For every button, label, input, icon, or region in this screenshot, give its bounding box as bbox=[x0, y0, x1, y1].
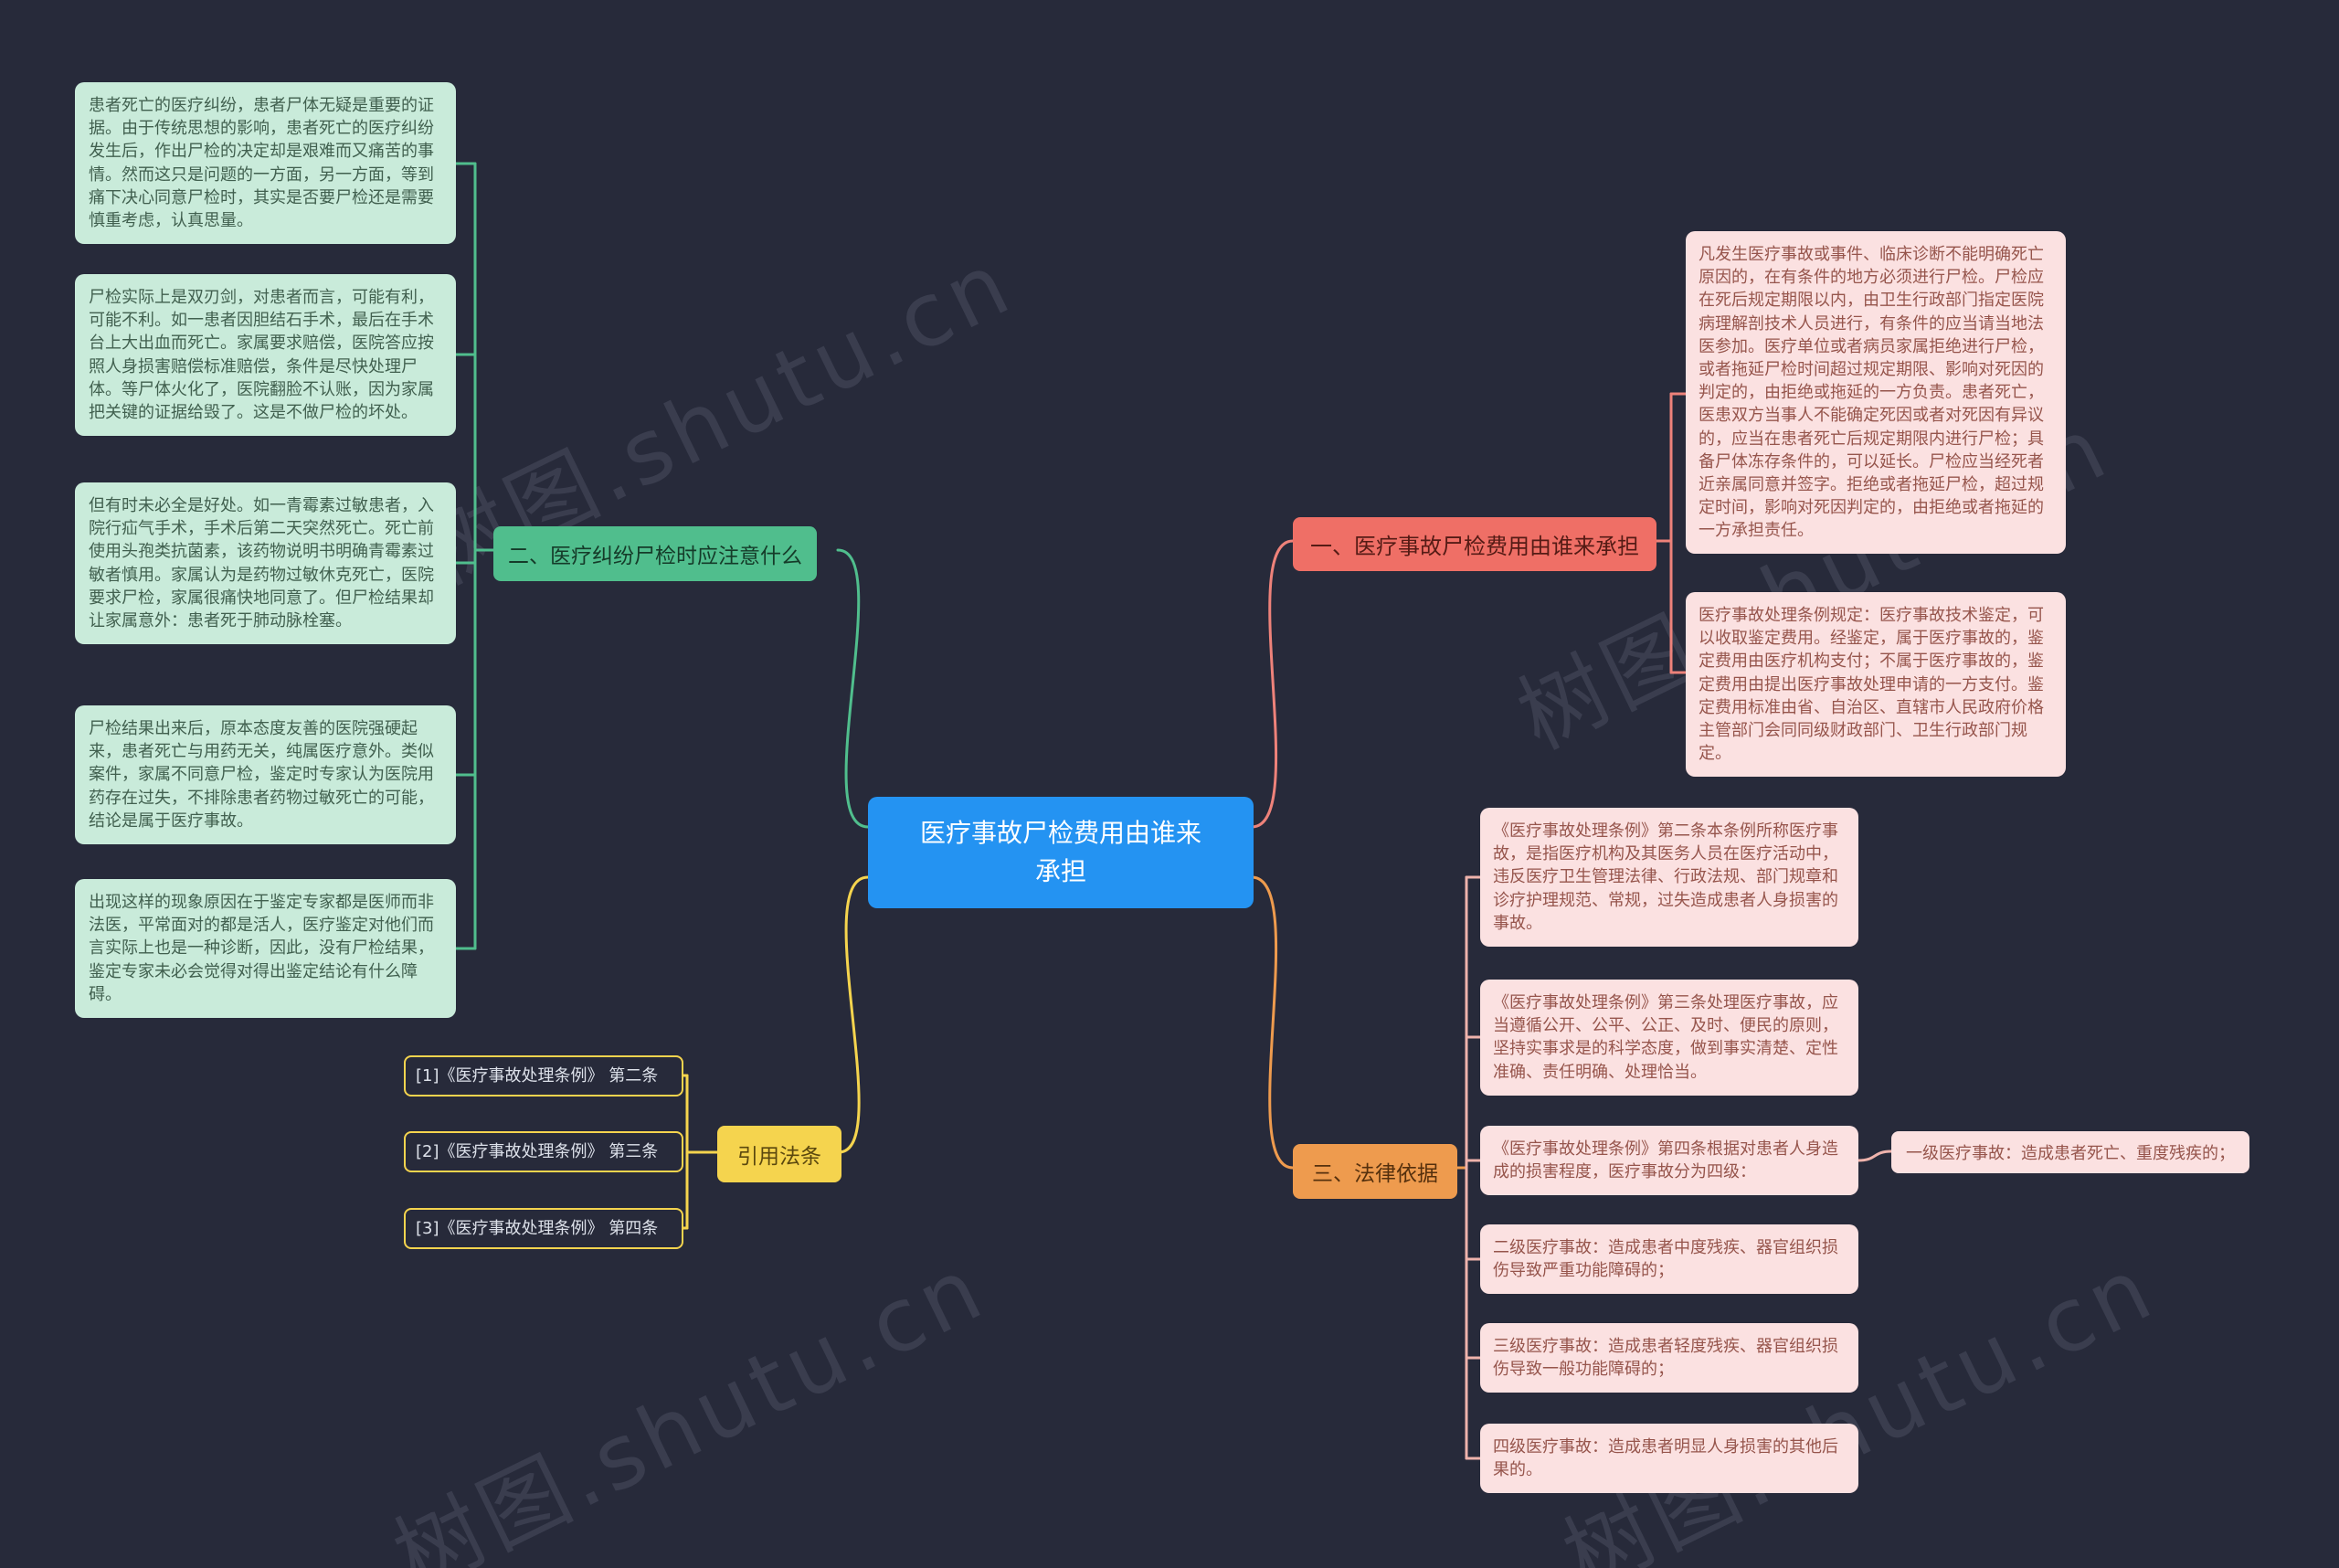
law-grade-one-item[interactable]: 一级医疗事故：造成患者死亡、重度残疾的； bbox=[1891, 1131, 2249, 1173]
law-item-5[interactable]: 三级医疗事故：造成患者轻度残疾、器官组织损伤导致一般功能障碍的； bbox=[1480, 1323, 1858, 1393]
cost-item-1[interactable]: 凡发生医疗事故或事件、临床诊断不能明确死亡原因的，在有条件的地方必须进行尸检。尸… bbox=[1686, 231, 2066, 555]
law-item-2[interactable]: 《医疗事故处理条例》第三条处理医疗事故，应当遵循公开、公平、公正、及时、便民的原… bbox=[1480, 980, 1858, 1096]
note-item-4[interactable]: 尸检结果出来后，原本态度友善的医院强硬起来，患者死亡与用药无关，纯属医疗意外。类… bbox=[75, 705, 456, 844]
note-item-1[interactable]: 患者死亡的医疗纠纷，患者尸体无疑是重要的证据。由于传统思想的影响，患者死亡的医疗… bbox=[75, 82, 456, 245]
note-item-2[interactable]: 尸检实际上是双刃剑，对患者而言，可能有利，可能不利。如一患者因胆结石手术，最后在… bbox=[75, 274, 456, 437]
cost-item-2[interactable]: 医疗事故处理条例规定：医疗事故技术鉴定，可以收取鉴定费用。经鉴定，属于医疗事故的… bbox=[1686, 592, 2066, 778]
law-item-1[interactable]: 《医疗事故处理条例》第二条本条例所称医疗事故，是指医疗机构及其医务人员在医疗活动… bbox=[1480, 808, 1858, 947]
branch-header-law[interactable]: 三、法律依据 bbox=[1293, 1144, 1457, 1199]
law-item-3[interactable]: 《医疗事故处理条例》第四条根据对患者人身造成的损害程度，医疗事故分为四级： bbox=[1480, 1126, 1858, 1196]
branch-header-notes[interactable]: 二、医疗纠纷尸检时应注意什么 bbox=[493, 526, 817, 581]
citation-item-1[interactable]: [1]《医疗事故处理条例》 第二条 bbox=[404, 1055, 683, 1097]
center-topic[interactable]: 医疗事故尸检费用由谁来承担 bbox=[868, 797, 1254, 908]
branch-header-citations[interactable]: 引用法条 bbox=[717, 1126, 841, 1182]
law-item-4[interactable]: 二级医疗事故：造成患者中度残疾、器官组织损伤导致严重功能障碍的； bbox=[1480, 1224, 1858, 1295]
note-item-3[interactable]: 但有时未必全是好处。如一青霉素过敏患者，入院行疝气手术，手术后第二天突然死亡。死… bbox=[75, 482, 456, 645]
note-item-5[interactable]: 出现这样的现象原因在于鉴定专家都是医师而非法医，平常面对的都是活人，医疗鉴定对他… bbox=[75, 879, 456, 1018]
citation-item-3[interactable]: [3]《医疗事故处理条例》 第四条 bbox=[404, 1208, 683, 1250]
branch-header-cost[interactable]: 一、医疗事故尸检费用由谁来承担 bbox=[1293, 517, 1656, 571]
citation-item-2[interactable]: [2]《医疗事故处理条例》 第三条 bbox=[404, 1131, 683, 1173]
law-item-6[interactable]: 四级医疗事故：造成患者明显人身损害的其他后果的。 bbox=[1480, 1424, 1858, 1494]
